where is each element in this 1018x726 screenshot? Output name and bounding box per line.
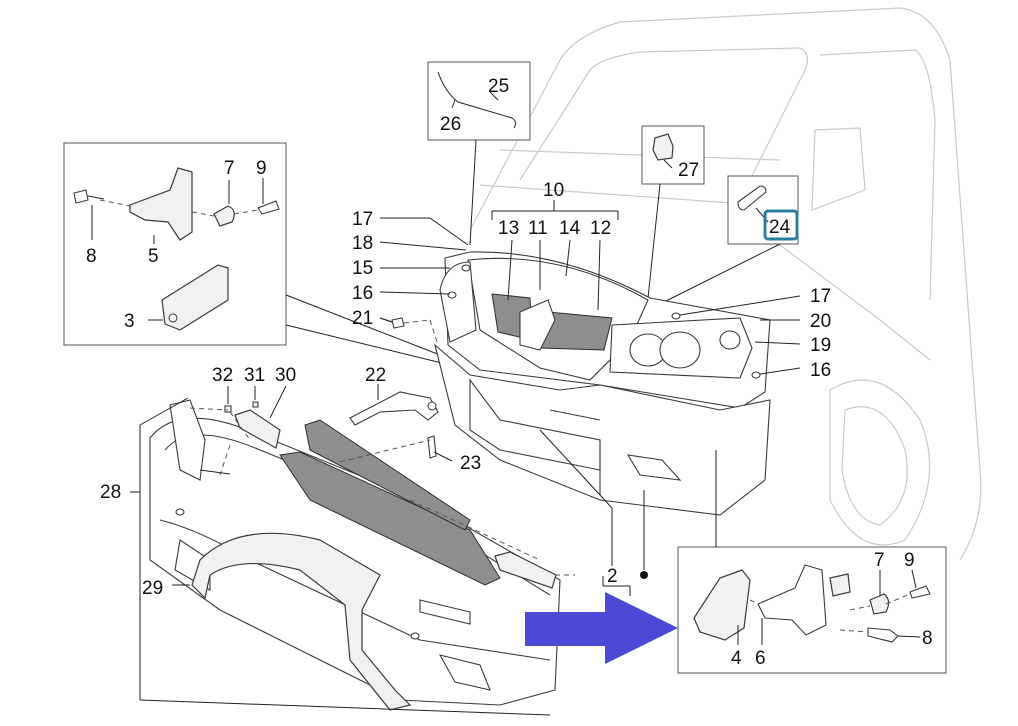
callout-5: 5 xyxy=(148,246,159,267)
callout-16-left: 16 xyxy=(352,283,373,304)
bracket-2-leader xyxy=(539,429,648,596)
callout-14: 14 xyxy=(559,218,581,239)
front-grille-assembly xyxy=(434,251,771,516)
bracket-6 xyxy=(757,564,851,636)
bolt-8 xyxy=(73,189,105,204)
screw-9b xyxy=(909,585,931,599)
bolt-21 xyxy=(379,317,439,346)
callout-26: 26 xyxy=(440,114,461,135)
callout-15: 15 xyxy=(352,258,373,279)
callout-4: 4 xyxy=(731,648,742,669)
inset-cable-25-26 xyxy=(427,61,531,246)
callout-29: 29 xyxy=(142,578,163,599)
small-parts-32-31 xyxy=(224,385,287,419)
callout-9-top: 9 xyxy=(256,158,267,179)
inset-top-left xyxy=(63,142,451,366)
callout-17-right: 17 xyxy=(810,286,831,307)
callout-31: 31 xyxy=(244,365,265,386)
inset-clip-27 xyxy=(641,125,705,299)
right-leaders xyxy=(679,295,801,375)
callout-30: 30 xyxy=(275,365,296,386)
screw-9 xyxy=(257,200,280,215)
vehicle-ghost-outline xyxy=(469,7,982,561)
callout-9-bottom: 9 xyxy=(904,550,915,571)
bracket-22 xyxy=(349,384,439,426)
callout-6: 6 xyxy=(755,648,766,669)
left-leaders xyxy=(379,217,469,323)
callout-3: 3 xyxy=(124,311,135,332)
callout-22: 22 xyxy=(365,365,386,386)
callout-32: 32 xyxy=(212,365,233,386)
exploded-dashes xyxy=(189,407,575,576)
callout-11: 11 xyxy=(528,218,548,239)
callout-18: 18 xyxy=(352,233,373,254)
callout-7-top: 7 xyxy=(224,158,235,179)
bracket-5 xyxy=(129,167,193,241)
callout-21: 21 xyxy=(352,308,373,329)
highlight-box-24 xyxy=(763,209,799,241)
callout-8-bottom: 8 xyxy=(922,628,933,649)
callout-17-left: 17 xyxy=(352,209,373,230)
callout-23: 23 xyxy=(460,453,481,474)
callout-16-right: 16 xyxy=(810,360,831,381)
callout-19: 19 xyxy=(810,335,831,356)
direction-arrow xyxy=(525,592,678,664)
callout-10: 10 xyxy=(543,180,564,201)
callout-labels: 25 26 10 13 11 14 12 27 24 17 18 15 16 2… xyxy=(86,76,933,669)
bracket-3 xyxy=(161,264,229,331)
callout-27: 27 xyxy=(678,160,699,181)
callout-8-top: 8 xyxy=(86,246,97,267)
callout-20: 20 xyxy=(810,311,831,332)
callout-28: 28 xyxy=(100,482,121,503)
grille-mesh-22 xyxy=(279,419,501,586)
bolt-8b xyxy=(867,627,899,643)
callout-12: 12 xyxy=(590,218,611,239)
fog-light-right xyxy=(494,551,557,589)
bracket-10 xyxy=(491,200,619,311)
callout-13: 13 xyxy=(498,218,519,239)
inset-bottom-right xyxy=(677,450,947,674)
screw-23 xyxy=(427,435,453,462)
fog-light-30 xyxy=(234,409,281,449)
rubber-buffer-7 xyxy=(213,205,235,227)
callout-2: 2 xyxy=(607,566,618,587)
callout-24: 24 xyxy=(769,217,791,238)
callout-7-bottom: 7 xyxy=(874,550,885,571)
guard-bar-29 xyxy=(191,532,412,711)
bracket-4 xyxy=(693,569,751,641)
callout-25: 25 xyxy=(488,76,509,97)
